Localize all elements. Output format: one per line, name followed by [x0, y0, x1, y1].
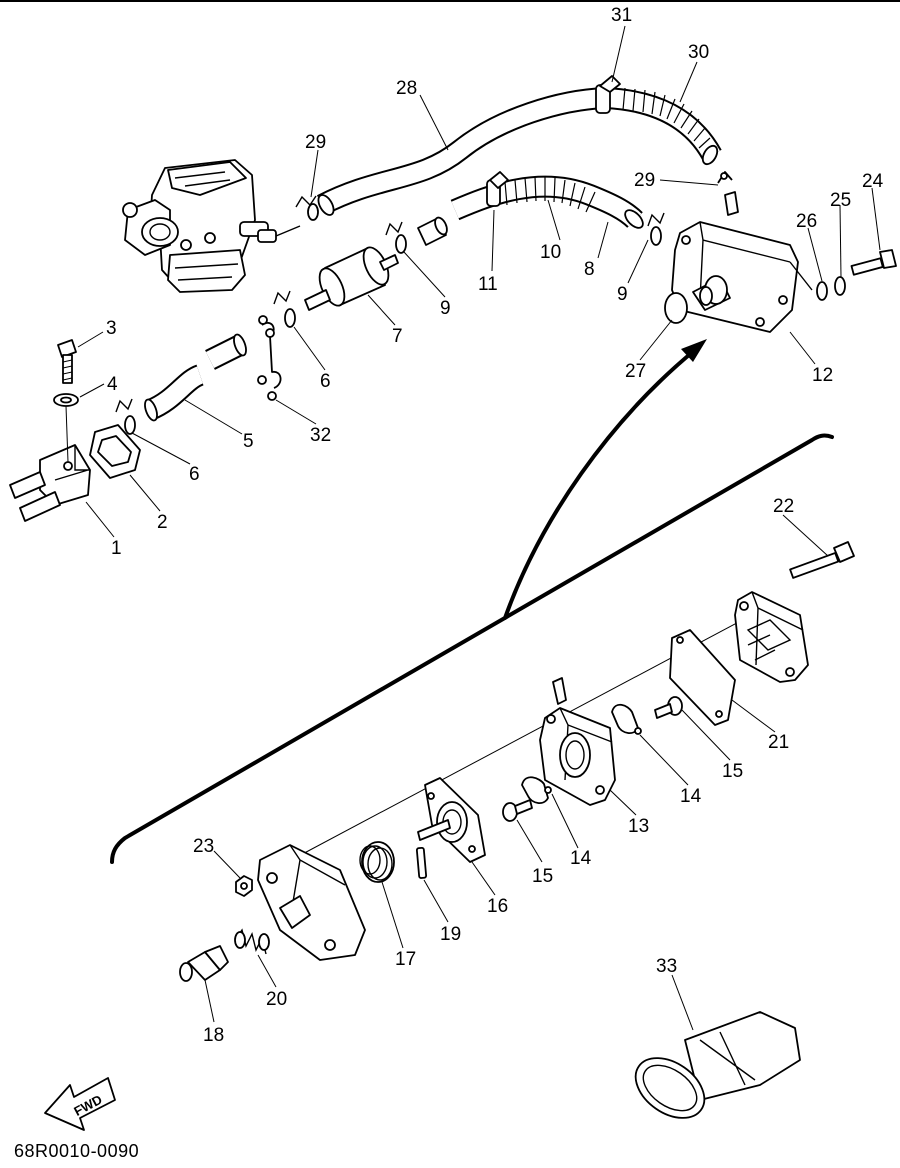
callout-2: 2	[157, 512, 168, 533]
callout-10: 10	[540, 242, 561, 263]
callout-6-upper: 6	[320, 371, 331, 392]
nut-23	[235, 875, 253, 897]
callout-9-right: 9	[617, 284, 628, 305]
hose-clip-11	[486, 171, 509, 207]
callout-18: 18	[203, 1025, 224, 1046]
clip-9-b	[647, 212, 665, 246]
section-divider-line	[110, 433, 834, 864]
callout-9-left: 9	[440, 298, 451, 319]
callout-29-left: 29	[305, 132, 326, 153]
callout-26: 26	[796, 211, 817, 232]
callout-27: 27	[625, 361, 646, 382]
callout-22: 22	[773, 496, 794, 517]
washer-26	[816, 281, 828, 301]
bolt-24	[850, 249, 897, 276]
callout-5: 5	[243, 431, 254, 452]
callout-7: 7	[392, 326, 403, 347]
check-valve-14-b	[521, 776, 552, 804]
callout-14-lower: 14	[570, 848, 592, 869]
callout-12: 12	[812, 365, 833, 386]
clip-29-carb	[295, 195, 319, 221]
hose-5	[144, 333, 247, 422]
callout-25: 25	[830, 190, 851, 211]
callout-32: 32	[310, 425, 331, 446]
callout-15-left: 15	[532, 866, 553, 887]
callout-29-right: 29	[634, 170, 655, 191]
pump-body-23-base	[257, 844, 366, 961]
fuel-pump-12	[671, 191, 813, 333]
screw-15-b	[502, 799, 533, 822]
section-arrow-head	[681, 339, 707, 362]
bolt-3	[57, 339, 77, 384]
diagram-code: 68R0010-0090	[14, 1141, 140, 1161]
gasket-21	[669, 629, 736, 726]
washer-25	[834, 276, 846, 296]
callout-24: 24	[862, 171, 884, 192]
callout-11: 11	[478, 274, 498, 295]
spring-20	[234, 928, 270, 955]
callout-4: 4	[107, 374, 118, 395]
diaphragm-16	[417, 777, 486, 863]
top-border	[0, 0, 900, 2]
hose-clip-31	[595, 75, 621, 114]
callout-30: 30	[688, 42, 709, 63]
clip-6-a	[273, 290, 296, 328]
callout-1: 1	[111, 538, 122, 559]
washer-4	[53, 393, 79, 463]
clip-32	[257, 315, 282, 401]
cover-22-plate	[734, 591, 809, 683]
fwd-arrow: FWD	[44, 1077, 116, 1131]
callout-6-lower: 6	[189, 464, 200, 485]
callout-8: 8	[584, 259, 595, 280]
callouts: 1 2 3 4 5 6 6 7 8 9 9 10 11 12 13 14 14 …	[106, 5, 884, 1046]
adapter-33	[634, 1011, 801, 1119]
callout-16: 16	[487, 896, 508, 917]
callout-19: 19	[440, 924, 461, 945]
o-ring-27	[664, 292, 688, 324]
spring-17	[359, 841, 395, 883]
screw-15-a	[654, 696, 683, 719]
callout-23: 23	[193, 836, 214, 857]
hose-sleeve	[417, 216, 448, 246]
pump-body-13	[539, 677, 616, 806]
hose-28	[316, 87, 606, 216]
fuel-filter-7	[304, 246, 399, 311]
fuel-joint-1	[9, 444, 91, 522]
callout-17: 17	[395, 949, 416, 970]
hose-10	[450, 175, 644, 229]
hose-30	[604, 87, 722, 166]
plunger-18	[179, 945, 229, 982]
callout-21: 21	[768, 732, 789, 753]
pin-19	[415, 846, 428, 879]
gasket-2	[89, 424, 141, 479]
callout-28: 28	[396, 78, 417, 99]
clip-6-b	[115, 398, 136, 435]
section-arrow-curve	[503, 348, 697, 620]
leader-lines	[77, 25, 881, 1031]
clip-29-upper	[717, 171, 733, 184]
screw-22	[789, 541, 855, 579]
clip-9-a	[385, 221, 407, 254]
callout-13: 13	[628, 816, 649, 837]
callout-33: 33	[656, 956, 677, 977]
callout-14-upper: 14	[680, 786, 702, 807]
callout-3: 3	[106, 318, 117, 339]
carburetor	[122, 159, 301, 293]
callout-15-right: 15	[722, 761, 743, 782]
callout-31: 31	[611, 5, 632, 26]
callout-20: 20	[266, 989, 287, 1010]
check-valve-14-a	[611, 703, 642, 735]
